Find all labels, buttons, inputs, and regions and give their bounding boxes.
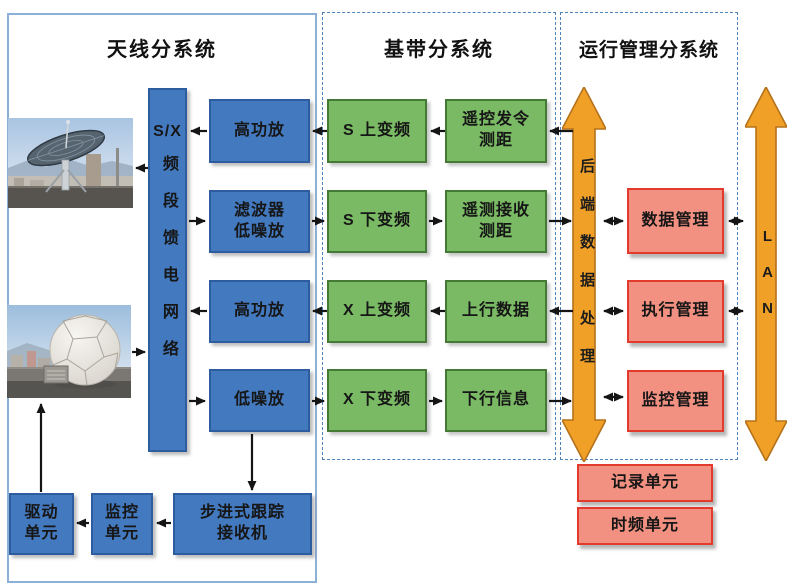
telemetry-ranging-box: 遥测接收 测距 [445, 190, 547, 253]
telemetry-label-line2: 测距 [478, 222, 513, 240]
s-upconverter-label: S 上变频 [342, 121, 412, 139]
hpa-x-label: 高功放 [233, 302, 285, 320]
monitoring-management-label: 监控管理 [641, 391, 710, 409]
antenna-section-title: 天线分系统 [107, 39, 217, 61]
execution-management-label: 执行管理 [641, 302, 710, 320]
lan-arrow [745, 87, 787, 461]
x-upconverter-box: X 上变频 [327, 280, 427, 343]
sx-feed-label: S/X [153, 123, 182, 140]
downlink-info-label: 下行信息 [461, 391, 530, 409]
monitor-unit-box: 监控 单元 [91, 493, 153, 555]
x-upconverter-label: X 上变频 [342, 302, 412, 320]
hpa-s-label: 高功放 [233, 121, 285, 139]
backend-data-processing-arrow [562, 87, 606, 462]
filter-lna-label-line1: 滤波器 [233, 201, 285, 219]
drive-unit-label-line2: 单元 [24, 525, 59, 542]
dish-antenna-photo [8, 118, 133, 208]
data-management-label: 数据管理 [641, 211, 710, 229]
drive-unit-label-line1: 驱动 [24, 504, 59, 522]
telecommand-label-line1: 遥控发令 [461, 111, 530, 129]
time-frequency-unit-label: 时频单元 [610, 516, 679, 534]
radome-photo [7, 305, 131, 398]
lna-label: 低噪放 [233, 391, 285, 409]
baseband-section-title: 基带分系统 [384, 39, 494, 61]
uplink-data-box: 上行数据 [445, 280, 547, 343]
lna-box: 低噪放 [209, 369, 310, 432]
telecommand-label-line2: 测距 [478, 132, 513, 149]
record-unit-label: 记录单元 [610, 473, 679, 491]
monitor-unit-label-line1: 监控 [104, 504, 139, 522]
management-section-title: 运行管理分系统 [578, 40, 719, 61]
s-downconverter-label: S 下变频 [342, 212, 412, 230]
baseband-subsystem-frame [322, 12, 556, 460]
filter-lna-box: 滤波器 低噪放 [209, 190, 310, 253]
hpa-s-box: 高功放 [209, 99, 310, 163]
telemetry-label-line1: 遥测接收 [461, 201, 530, 219]
record-unit-box: 记录单元 [577, 464, 713, 502]
filter-lna-label-line2: 低噪放 [233, 222, 285, 240]
x-downconverter-box: X 下变频 [327, 369, 427, 432]
uplink-data-label: 上行数据 [461, 302, 530, 320]
execution-management-box: 执行管理 [627, 280, 724, 343]
x-downconverter-label: X 下变频 [342, 391, 412, 409]
s-upconverter-box: S 上变频 [327, 99, 427, 163]
sx-feed-vertical-label: 频段馈电网络 [159, 154, 177, 377]
hpa-x-box: 高功放 [209, 280, 310, 343]
data-management-box: 数据管理 [627, 188, 724, 254]
sx-feed-network-box: S/X 频段馈电网络 [148, 88, 187, 452]
tracker-label-line1: 步进式跟踪 [199, 504, 285, 522]
backend-data-processing-label: 后端数据处理 [578, 158, 595, 386]
management-subsystem-frame [560, 12, 738, 460]
monitoring-management-box: 监控管理 [627, 370, 724, 432]
monitor-unit-label-line2: 单元 [104, 525, 139, 542]
telecommand-ranging-box: 遥控发令 测距 [445, 99, 547, 163]
time-frequency-unit-box: 时频单元 [577, 507, 713, 545]
antenna-subsystem-frame [7, 13, 317, 583]
tracker-label-line2: 接收机 [216, 525, 268, 542]
lan-label: LAN [759, 228, 776, 336]
step-tracking-receiver-box: 步进式跟踪 接收机 [173, 493, 312, 555]
s-downconverter-box: S 下变频 [327, 190, 427, 253]
downlink-info-box: 下行信息 [445, 369, 547, 432]
drive-unit-box: 驱动 单元 [9, 493, 74, 555]
